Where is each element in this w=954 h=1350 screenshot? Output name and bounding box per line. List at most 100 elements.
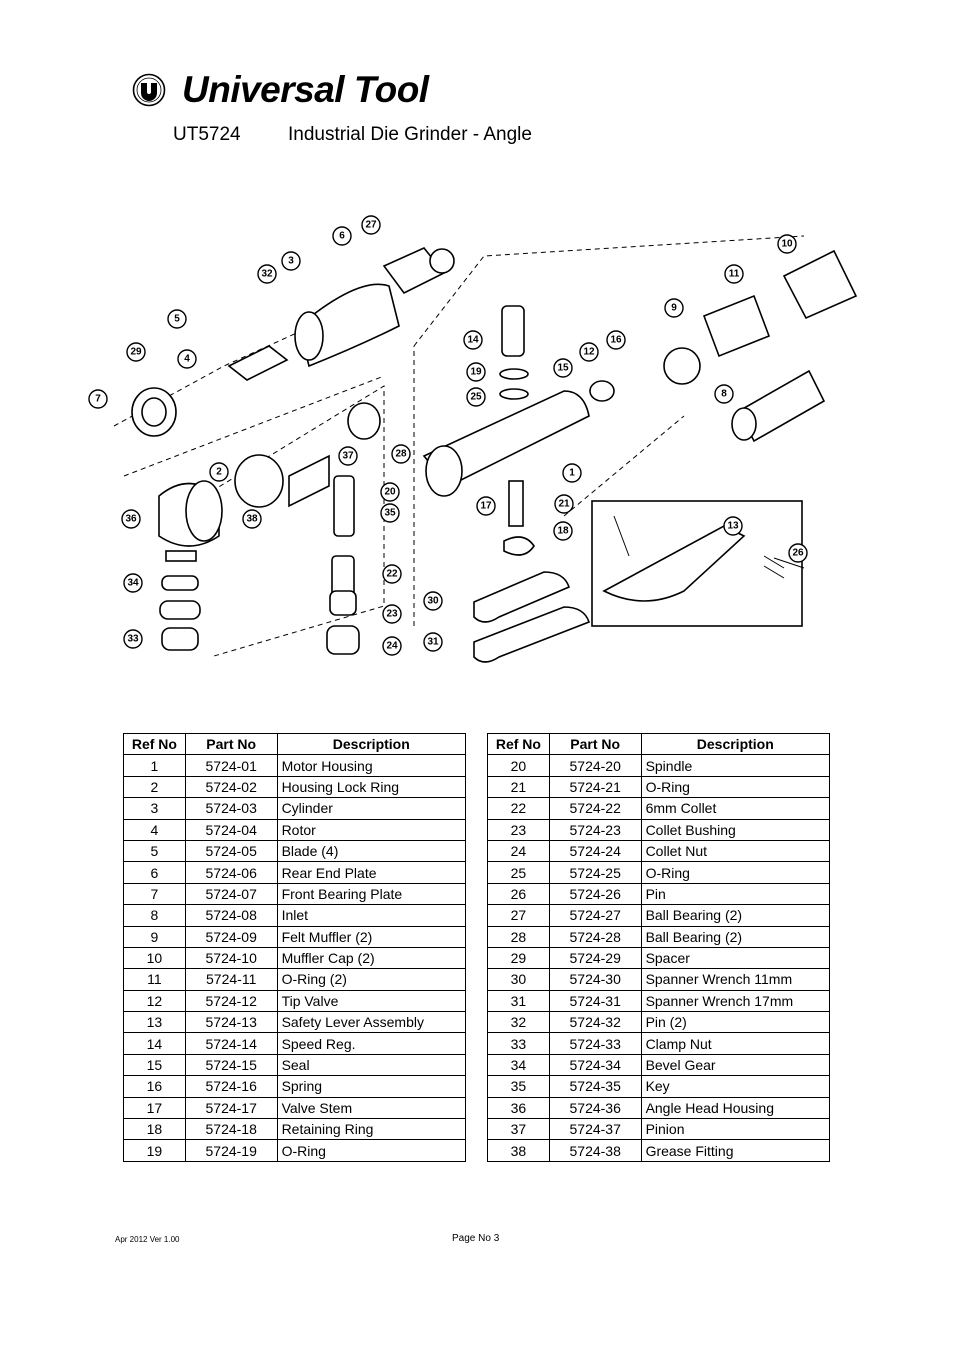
part-no-cell: 5724-12 xyxy=(184,989,278,1013)
ref-no-cell: 1 xyxy=(123,754,186,777)
description-cell: O-Ring xyxy=(640,861,831,884)
callout-16: 16 xyxy=(606,330,626,350)
ref-no-cell: 32 xyxy=(487,1011,550,1034)
callout-11: 11 xyxy=(724,264,744,284)
callout-number: 10 xyxy=(781,239,793,250)
callout-circle xyxy=(423,591,443,611)
callout-circle xyxy=(382,564,402,584)
part-no-cell: 5724-35 xyxy=(548,1075,642,1098)
callout-number: 7 xyxy=(95,394,101,405)
part-no-cell: 5724-29 xyxy=(548,946,642,970)
part-no-cell: 5724-14 xyxy=(184,1032,278,1055)
description-cell: Muffler Cap (2) xyxy=(276,946,467,970)
callout-38: 38 xyxy=(242,509,262,529)
ref-no-cell: 5 xyxy=(123,839,186,863)
callout-number: 13 xyxy=(727,521,739,532)
callout-number: 2 xyxy=(216,467,222,478)
ref-no-cell: 11 xyxy=(123,968,186,991)
callout-24: 24 xyxy=(382,636,402,656)
callout-number: 8 xyxy=(721,389,727,400)
part-no-cell: 5724-13 xyxy=(184,1011,278,1034)
callout-circle xyxy=(281,251,301,271)
ref-no-cell: 26 xyxy=(487,882,550,906)
part-no-cell: 5724-08 xyxy=(184,904,278,927)
brand-name: Universal Tool xyxy=(182,69,429,110)
description-cell: Seal xyxy=(276,1053,467,1077)
callout-number: 27 xyxy=(365,220,377,231)
part-no-cell: 5724-26 xyxy=(548,882,642,906)
model-number: UT5724 xyxy=(173,124,241,145)
callout-number: 24 xyxy=(386,641,398,652)
universal-tool-logo-icon xyxy=(132,73,166,107)
ref-no-cell: 8 xyxy=(123,904,186,927)
ref-no-cell: 38 xyxy=(487,1139,550,1162)
description-cell: Rotor xyxy=(276,818,467,841)
callout-circle xyxy=(553,358,573,378)
ref-no-cell: 25 xyxy=(487,861,550,884)
callout-number: 4 xyxy=(184,354,190,365)
part-no-cell: 5724-37 xyxy=(548,1118,642,1141)
description-cell: Pin (2) xyxy=(640,1011,831,1034)
callout-circle xyxy=(209,462,229,482)
header-description: Description xyxy=(276,732,467,756)
ref-no-cell: 9 xyxy=(123,925,186,948)
callout-number: 9 xyxy=(671,303,677,314)
callout-13: 13 xyxy=(723,516,743,536)
callout-circle xyxy=(88,389,108,409)
callout-circle xyxy=(126,342,146,362)
callout-36: 36 xyxy=(121,509,141,529)
ref-no-cell: 36 xyxy=(487,1096,550,1120)
callout-17: 17 xyxy=(476,496,496,516)
part-no-cell: 5724-06 xyxy=(184,861,278,884)
callout-circle xyxy=(777,234,797,254)
callout-number: 5 xyxy=(174,314,180,325)
callout-circle xyxy=(423,632,443,652)
callout-circle xyxy=(466,387,486,407)
callout-circle xyxy=(257,264,277,284)
callout-circle xyxy=(579,342,599,362)
callout-circle xyxy=(664,298,684,318)
description-cell: 6mm Collet xyxy=(640,797,831,820)
part-no-cell: 5724-28 xyxy=(548,925,642,948)
callout-circle xyxy=(562,463,582,483)
part-no-cell: 5724-36 xyxy=(548,1096,642,1120)
callout-circle xyxy=(606,330,626,350)
callout-number: 14 xyxy=(467,335,479,346)
callout-3: 3 xyxy=(281,251,301,271)
description-cell: Felt Muffler (2) xyxy=(276,925,467,948)
ref-no-cell: 28 xyxy=(487,925,550,948)
part-no-cell: 5724-01 xyxy=(184,754,278,777)
callout-8: 8 xyxy=(714,384,734,404)
callout-number: 1 xyxy=(569,468,575,479)
callout-number: 34 xyxy=(127,578,139,589)
callout-number: 26 xyxy=(792,548,804,559)
part-no-cell: 5724-17 xyxy=(184,1096,278,1120)
callout-10: 10 xyxy=(777,234,797,254)
callout-circle xyxy=(714,384,734,404)
part-no-cell: 5724-07 xyxy=(184,882,278,906)
callout-1: 1 xyxy=(562,463,582,483)
part-no-cell: 5724-27 xyxy=(548,904,642,927)
callout-circle xyxy=(121,509,141,529)
callout-number: 6 xyxy=(339,231,345,242)
part-no-cell: 5724-04 xyxy=(184,818,278,841)
